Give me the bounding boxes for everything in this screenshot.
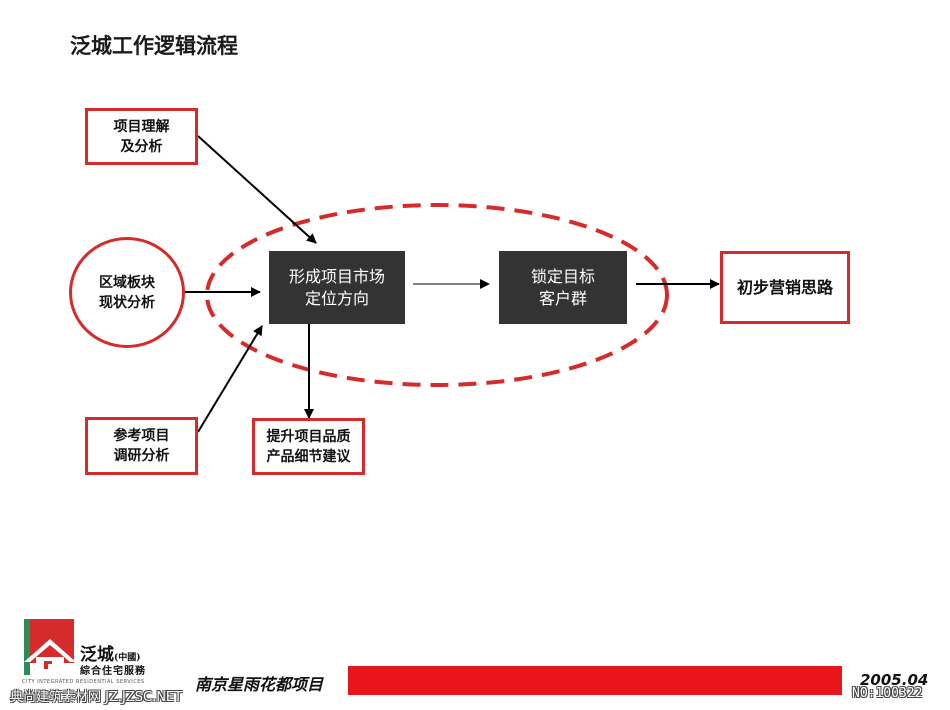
project-name: 南京星雨花都项目: [195, 675, 324, 694]
node-reference-research: 参考项目 调研分析: [85, 417, 198, 475]
node-quality-suggestions: 提升项目品质 产品细节建议: [252, 418, 365, 475]
company-logo-icon: [24, 619, 76, 675]
node-regional-status: 区域板块 现状分析: [69, 237, 185, 348]
page-title: 泛城工作逻辑流程: [70, 34, 238, 58]
logo-main-text: 泛城: [80, 645, 114, 665]
node-line: 初步营销思路: [736, 277, 833, 297]
node-line: 产品细节建议: [266, 448, 351, 465]
node-line: 形成项目市场: [288, 266, 385, 286]
logo-china-text: (中國): [114, 653, 141, 663]
node-line: 定位方向: [304, 288, 369, 308]
node-line: 及分析: [120, 138, 163, 155]
node-project-understanding: 项目理解 及分析: [85, 108, 198, 165]
arrow-reference-to-positioning: [197, 325, 263, 433]
node-line: 参考项目: [113, 428, 170, 444]
footer-red-bar: [348, 666, 842, 695]
arrow-understanding-to-positioning: [197, 135, 317, 244]
footer-date: 2005.04: [860, 671, 929, 689]
logo-subtitle: 綜合住宅服務: [80, 666, 146, 677]
node-line: 客户群: [538, 288, 587, 308]
node-line: 调研分析: [113, 448, 170, 464]
node-marketing-ideas: 初步营销思路: [720, 251, 850, 324]
node-line: 提升项目品质: [266, 428, 351, 445]
node-market-positioning: 形成项目市场 定位方向: [269, 251, 405, 324]
watermark-left: 典尚建筑素材网 JZ.JZSC.NET: [10, 690, 183, 705]
node-line: 项目理解: [113, 118, 170, 135]
watermark-right: NO:100322: [852, 686, 923, 701]
node-line: 锁定目标: [530, 266, 595, 286]
node-target-customers: 锁定目标 客户群: [499, 251, 627, 324]
logo-wordmark: 泛城(中國): [80, 640, 141, 665]
core-process-ellipse: [205, 203, 669, 387]
logo-english: CITY INTEGRATED RESIDENTIAL SERVICES: [22, 679, 145, 685]
node-line: 区域板块: [99, 274, 155, 291]
node-line: 现状分析: [99, 294, 155, 311]
